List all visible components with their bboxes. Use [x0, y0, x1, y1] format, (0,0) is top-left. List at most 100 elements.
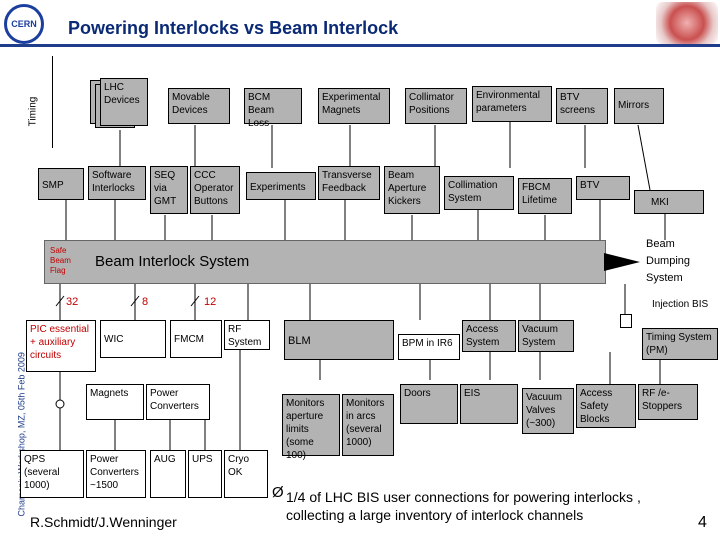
collimation-system: Collimation System	[444, 176, 514, 210]
ups-label: UPS	[192, 454, 213, 465]
power-converters-1500-box: Power Converters ~1500	[86, 450, 146, 498]
bpm-ir6-box: BPM in IR6	[398, 334, 460, 360]
monitors-aperture-box: Monitors aperture limits (some 100)	[282, 394, 340, 461]
seq-via-gmt-label: SEQ via GMT	[154, 170, 177, 207]
movable-devices-label: Movable Devices	[172, 92, 210, 116]
blm-box: BLM	[284, 320, 394, 360]
timing-small-box	[620, 314, 632, 328]
btv: BTV	[576, 176, 630, 200]
conclusion-arrow-icon: Ø	[272, 484, 284, 501]
beam-interlock-system-bar	[44, 240, 606, 284]
doors-box: Doors	[400, 384, 458, 424]
blm-label: BLM	[288, 335, 311, 347]
page-title: Powering Interlocks vs Beam Interlock	[68, 18, 399, 38]
bcm-beam-loss-label: BCM Beam Loss	[248, 92, 275, 129]
vacuum-valves-label: Vacuum Valves (~300)	[526, 392, 562, 429]
mirrors: Mirrors	[614, 88, 664, 124]
doors-label: Doors	[404, 388, 431, 399]
access-system-box: Access System	[462, 320, 516, 352]
power-converters-label: Power Converters	[150, 388, 199, 412]
injection-bis: Injection BIS	[652, 299, 709, 310]
ups-box: UPS	[188, 450, 222, 498]
monitors-aperture-label: Monitors aperture limits (some 100)	[286, 398, 325, 461]
smp: SMP	[38, 168, 84, 200]
rf-stoppers-label: RF /e- Stoppers	[642, 388, 683, 412]
bcm-beam-loss: BCM Beam Loss	[244, 88, 302, 129]
page-number: 4	[698, 514, 707, 531]
corner-decoration	[656, 2, 718, 44]
monitors-arcs-label: Monitors in arcs (several 1000)	[346, 398, 385, 448]
btv-screens-label: BTV screens	[560, 92, 596, 116]
vacuum-system-label: Vacuum System	[522, 324, 558, 348]
timing-system-label: Timing System (PM)	[646, 332, 712, 356]
experiments: Experiments	[246, 172, 316, 200]
experimental-magnets-label: Experimental Magnets	[322, 92, 381, 116]
btv-label: BTV	[580, 180, 600, 191]
power-converters-1500-label: Power Converters ~1500	[90, 454, 139, 491]
fmcm-label: FMCM	[174, 334, 204, 345]
access-system-label: Access System	[466, 324, 500, 348]
eis-label: EIS	[464, 388, 481, 399]
authors: R.Schmidt/J.Wenninger	[30, 514, 177, 530]
environmental-parameters: Environmental parameters	[472, 86, 552, 122]
conclusion-text: 1/4 of LHC BIS user connections for powe…	[286, 489, 641, 523]
btv-screens: BTV screens	[556, 88, 608, 124]
ccc-operator-buttons: CCC Operator Buttons	[190, 166, 240, 214]
timing-system-box: Timing System (PM)	[642, 328, 718, 360]
lhc-devices: LHC Devices	[100, 78, 148, 126]
rf-system-box: RF System	[224, 320, 270, 350]
rf-system-label: RF System	[228, 324, 262, 348]
count-8: 8	[142, 296, 149, 308]
beam-interlock-system-label: Beam Interlock System	[95, 253, 250, 270]
beam-dumping-system: Beam Dumping System	[646, 238, 691, 284]
magnets-label: Magnets	[90, 388, 129, 399]
qps-box: QPS (several 1000)	[20, 450, 84, 498]
safe-beam-flag: Safe Beam Flag	[50, 246, 71, 275]
aug-box: AUG	[150, 450, 186, 498]
mki: MKI	[634, 190, 704, 214]
mki-label: MKI	[651, 197, 669, 208]
mirrors-label: Mirrors	[618, 100, 650, 111]
software-interlocks-label: Software Interlocks	[92, 170, 135, 194]
transverse-feedback: Transverse Feedback	[318, 166, 380, 200]
access-safety-blocks-box: Access Safety Blocks	[576, 384, 636, 428]
access-safety-blocks-label: Access Safety Blocks	[580, 388, 613, 425]
vacuum-system-box: Vacuum System	[518, 320, 574, 352]
lhc-devices-label: LHC Devices	[104, 82, 140, 106]
experimental-magnets: Experimental Magnets	[318, 88, 390, 124]
smp-label: SMP	[42, 180, 64, 191]
fbcm-lifetime-label: FBCM Lifetime	[522, 182, 558, 206]
beam-aperture-kickers: Beam Aperture Kickers	[384, 166, 440, 214]
transverse-feedback-label: Transverse Feedback	[322, 170, 372, 194]
ccc-operator-buttons-label: CCC Operator Buttons	[194, 170, 234, 207]
fmcm-box: FMCM	[170, 320, 222, 358]
power-converters-box: Power Converters	[146, 384, 210, 420]
collimator-positions-label: Collimator Positions	[409, 92, 455, 116]
fbcm-lifetime: FBCM Lifetime	[518, 178, 572, 214]
count-32: 32	[66, 296, 79, 308]
beam-aperture-kickers-label: Beam Aperture Kickers	[388, 170, 427, 207]
cryo-ok-box: Cryo OK	[224, 450, 268, 498]
header-divider	[0, 44, 720, 47]
monitors-arcs-box: Monitors in arcs (several 1000)	[342, 394, 394, 456]
cryo-ok-label: Cryo OK	[228, 454, 250, 478]
wic-label: WIC	[104, 334, 124, 345]
pic-box: PIC essential + auxiliary circuits	[26, 320, 96, 372]
wic-box: WIC	[100, 320, 166, 358]
vacuum-valves-box: Vacuum Valves (~300)	[522, 388, 574, 434]
seq-via-gmt: SEQ via GMT	[150, 166, 188, 214]
aug-label: AUG	[154, 454, 176, 465]
movable-devices: Movable Devices	[168, 88, 230, 124]
pic-label: PIC essential + auxiliary circuits	[30, 324, 89, 361]
experiments-label: Experiments	[250, 182, 306, 193]
collimation-system-label: Collimation System	[448, 180, 498, 204]
cern-logo: CERN	[4, 4, 44, 44]
rf-stoppers-box: RF /e- Stoppers	[638, 384, 698, 420]
bpm-ir6-label: BPM in IR6	[402, 338, 453, 349]
environmental-parameters-label: Environmental parameters	[476, 90, 540, 114]
software-interlocks: Software Interlocks	[88, 166, 146, 200]
magnets-box: Magnets	[86, 384, 144, 420]
bis-arrow-icon	[604, 253, 640, 271]
collimator-positions: Collimator Positions	[405, 88, 467, 124]
